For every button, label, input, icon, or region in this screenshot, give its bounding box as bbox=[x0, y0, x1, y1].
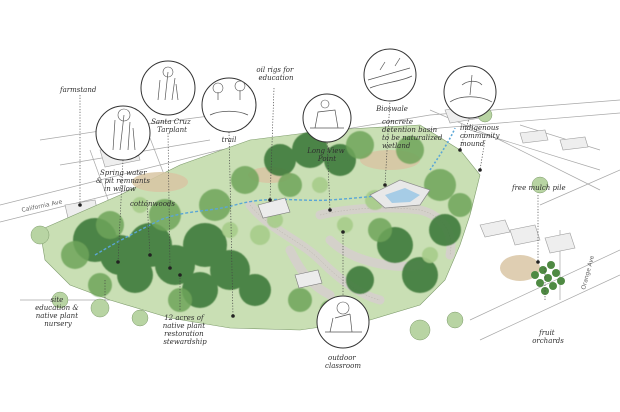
label-long-view-point: Long View Point bbox=[306, 147, 347, 163]
vignette-mound bbox=[443, 65, 497, 119]
orange-ave-label: Orange Ave bbox=[580, 255, 596, 291]
bioswale-line bbox=[429, 127, 456, 171]
label-concrete-basin: concrete detention basin to be naturaliz… bbox=[382, 118, 445, 150]
vignette-spring-water bbox=[95, 105, 151, 161]
oil-rig-structures bbox=[257, 197, 323, 289]
vignette-classroom bbox=[316, 295, 370, 349]
label-indigenous-mound: indigenous community mound bbox=[460, 124, 502, 148]
vignette-tarplant bbox=[140, 60, 196, 116]
vignette-bioswale bbox=[363, 48, 417, 102]
leader-lines bbox=[79, 87, 546, 317]
label-farmstand: farmstand bbox=[59, 86, 97, 94]
tree-canopy bbox=[61, 131, 472, 320]
vignette-trail bbox=[201, 77, 257, 133]
label-bioswale: Bioswale bbox=[375, 105, 408, 113]
label-spring-water: Spring water & pit remnants in willow bbox=[96, 169, 152, 193]
vignette-long-view bbox=[302, 93, 352, 143]
label-site-education: site education & native plant nursery bbox=[35, 296, 81, 328]
creek-line bbox=[94, 194, 401, 256]
street-trees bbox=[30, 107, 549, 341]
label-outdoor-classroom: outdoor classroom bbox=[325, 354, 361, 370]
label-fruit-orchards: fruit orchards bbox=[532, 329, 564, 345]
label-acres-native: 12 acres of native plant restoration ste… bbox=[163, 314, 208, 346]
label-cottonwoods: cottonwoods bbox=[130, 200, 175, 208]
label-free-mulch: free mulch pile bbox=[511, 184, 566, 192]
label-santa-cruz-tarplant: Santa Cruz Tarplant bbox=[151, 118, 193, 134]
label-oil-rigs: oil rigs for education bbox=[256, 66, 295, 82]
label-trail: trail bbox=[222, 136, 237, 144]
wetland-basin bbox=[369, 179, 431, 209]
leader-dots bbox=[78, 148, 540, 318]
